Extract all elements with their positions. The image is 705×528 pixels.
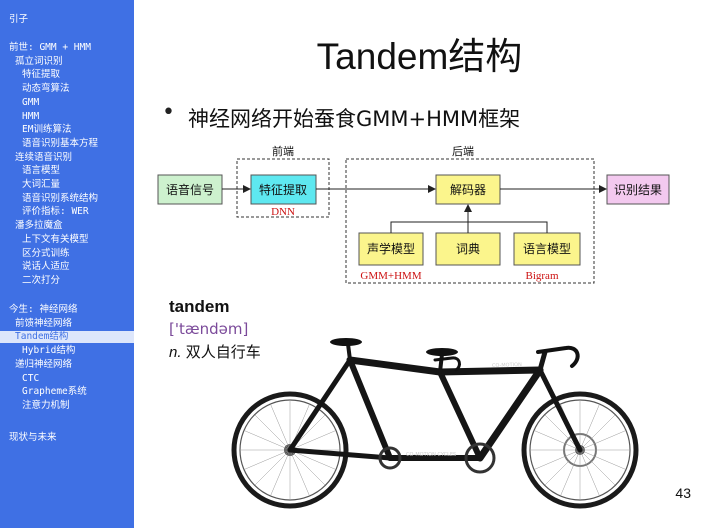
sidebar-item[interactable]: 评价指标: WER xyxy=(22,206,89,218)
sidebar-item[interactable]: 递归神经网络 xyxy=(15,359,72,371)
sidebar-item[interactable]: Grapheme系统 xyxy=(22,386,87,398)
page-number: 43 xyxy=(675,485,691,501)
dictionary-word: tandem xyxy=(169,297,229,317)
feature-label: 特征提取 xyxy=(259,182,307,197)
input-label: 语音信号 xyxy=(166,182,214,197)
sidebar-item[interactable]: 语音识别基本方程 xyxy=(22,138,98,150)
sidebar-item[interactable]: 现状与未来 xyxy=(9,432,57,444)
sidebar-item[interactable]: 二次打分 xyxy=(22,275,60,287)
sidebar-item[interactable]: 潘多拉魔盒 xyxy=(15,220,63,232)
sidebar-item[interactable]: 动态弯算法 xyxy=(22,83,70,95)
frame-brand-top: CO-MOTION xyxy=(492,362,522,369)
output-label: 识别结果 xyxy=(614,183,662,197)
sidebar-item[interactable]: 孤立词识别 xyxy=(15,56,63,68)
sidebar-item[interactable]: 特征提取 xyxy=(22,69,60,81)
acoustic-note: GMM+HMM xyxy=(360,270,421,282)
lexicon-label: 词典 xyxy=(456,242,480,256)
sidebar-item[interactable]: HMM xyxy=(22,111,39,123)
tandem-diagram: 前端 后端 语音信号 特征提取 DNN 解码器 识别结果 声学模型 GMM+HM… xyxy=(134,0,705,300)
sidebar-item[interactable]: 连续语音识别 xyxy=(15,152,72,164)
sidebar-item[interactable]: 说话人适应 xyxy=(22,261,70,273)
sidebar-item[interactable]: 语言模型 xyxy=(22,165,60,177)
sidebar-item[interactable]: 语音识别系统结构 xyxy=(22,193,98,205)
acoustic-label: 声学模型 xyxy=(367,241,415,256)
back-label: 后端 xyxy=(452,145,474,158)
feature-note: DNN xyxy=(271,206,295,218)
slide: Tandem结构 • 神经网络开始蚕食GMM+HMM框架 前端 后端 语音信号 … xyxy=(134,0,705,528)
sidebar-item[interactable]: GMM xyxy=(22,97,39,109)
arrow-acoustic-decoder xyxy=(391,222,468,233)
sidebar-item[interactable]: 大词汇量 xyxy=(22,179,60,191)
sidebar-item[interactable]: 上下文有关模型 xyxy=(22,234,89,246)
rear-saddle xyxy=(330,338,362,346)
front-label: 前端 xyxy=(272,144,294,158)
dictionary-pos: n. xyxy=(169,344,182,361)
sidebar-item[interactable]: 今生: 神经网络 xyxy=(9,304,77,316)
front-saddle xyxy=(426,348,458,356)
frame-brand-bottom: CO-MOTION CYCLES xyxy=(406,452,456,458)
sidebar-item[interactable]: 前世: GMM + HMM xyxy=(9,42,91,54)
lm-note: Bigram xyxy=(526,270,559,282)
tandem-bicycle-image: CO-MOTION CO-MOTION CYCLES xyxy=(220,330,660,510)
arrow-lm-decoder xyxy=(468,222,547,233)
decoder-label: 解码器 xyxy=(450,183,486,197)
sidebar-item[interactable]: 前馈神经网络 xyxy=(15,318,72,330)
sidebar-item[interactable]: Tandem结构 xyxy=(0,331,134,343)
sidebar-item[interactable]: Hybrid结构 xyxy=(22,345,75,357)
lm-label: 语言模型 xyxy=(523,242,571,256)
sidebar-item[interactable]: 引子 xyxy=(9,14,28,26)
sidebar-item[interactable]: 区分式训练 xyxy=(22,248,70,260)
sidebar-item[interactable]: CTC xyxy=(22,373,39,385)
sidebar-item[interactable]: EM训练算法 xyxy=(22,124,71,136)
sidebar-item[interactable]: 注意力机制 xyxy=(22,400,70,412)
